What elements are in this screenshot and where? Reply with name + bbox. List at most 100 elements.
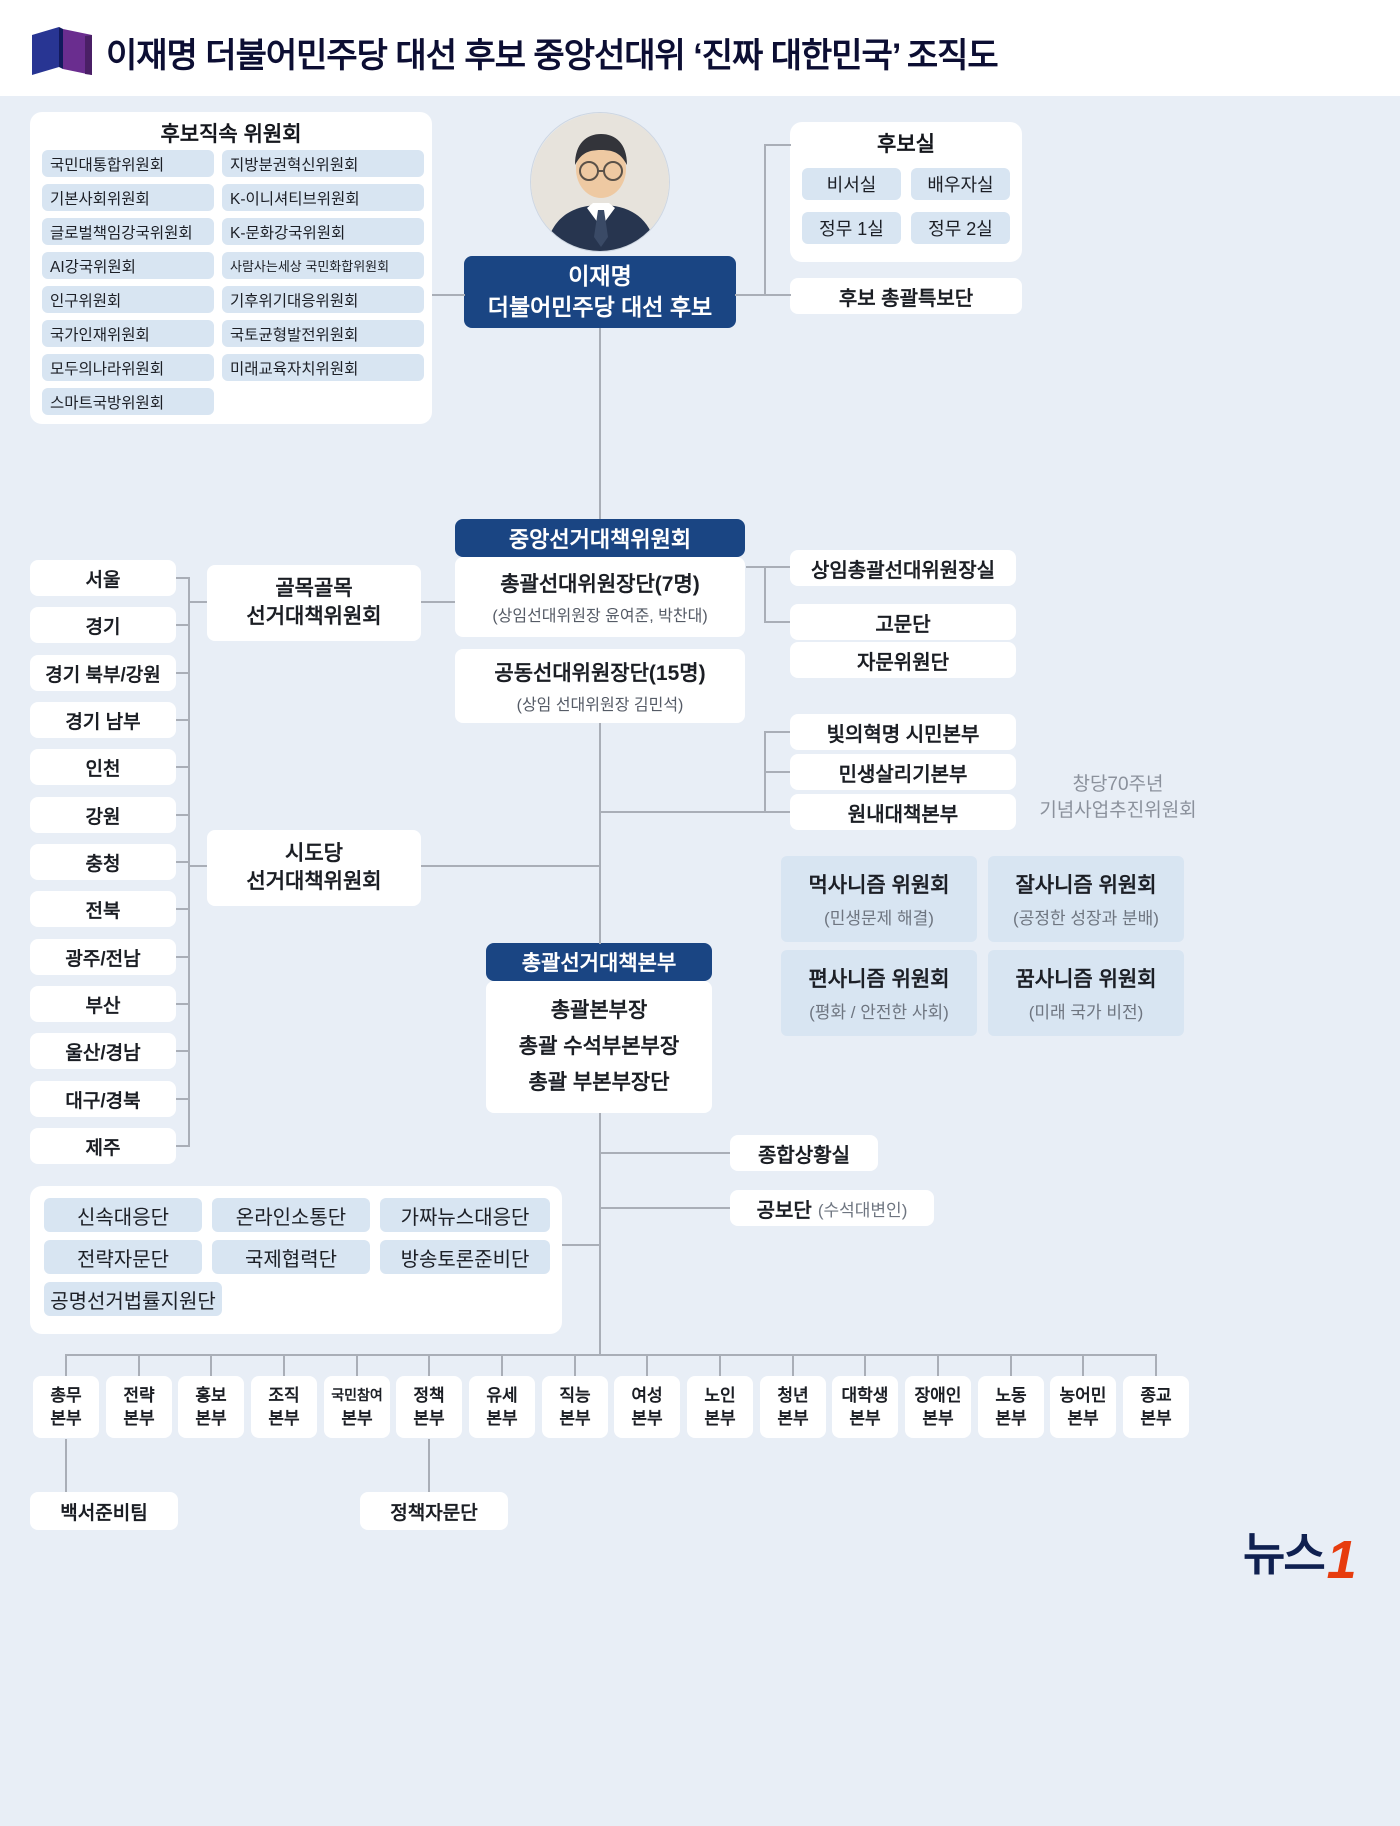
region-box: 서울 bbox=[30, 560, 176, 596]
candidate-role: 더불어민주당 대선 후보 bbox=[487, 294, 713, 320]
anniversary-line2: 기념사업추진위원회 bbox=[1039, 800, 1197, 821]
committee-item: AI강국위원회 bbox=[42, 252, 214, 279]
news1-logo-text: 뉴스 bbox=[1243, 1528, 1326, 1580]
candidate-photo bbox=[530, 112, 670, 252]
whitepaper-team-box: 백서준비팀 bbox=[30, 1492, 178, 1530]
connector-line bbox=[764, 771, 790, 773]
field-hq-name: 전략 bbox=[123, 1386, 155, 1405]
connector-line bbox=[283, 1356, 285, 1376]
committee-item: 스마트국방위원회 bbox=[42, 388, 214, 415]
connector-line bbox=[937, 1356, 939, 1376]
field-hq-name: 장애인 bbox=[914, 1386, 962, 1405]
field-hq-suffix: 본부 bbox=[631, 1409, 663, 1428]
nism-committee-box: 꿈사니즘 위원회 (미래 국가 비전) bbox=[988, 950, 1184, 1036]
committee-item: 국민대통합위원회 bbox=[42, 150, 214, 177]
general-hq-line1: 총괄본부장 bbox=[550, 999, 648, 1022]
connector-line bbox=[176, 624, 189, 626]
connector-line bbox=[599, 1207, 730, 1209]
field-hq-suffix: 본부 bbox=[777, 1409, 809, 1428]
region-box: 경기 북부/강원 bbox=[30, 655, 176, 691]
committee-item: 미래교육자치위원회 bbox=[222, 354, 424, 381]
nism-name: 편사니즘 위원회 bbox=[808, 968, 950, 991]
field-hq-name: 노동 bbox=[995, 1386, 1027, 1405]
nism-committee-box: 편사니즘 위원회 (평화 / 안전한 사회) bbox=[781, 950, 977, 1036]
nism-committee-box: 잘사니즘 위원회 (공정한 성장과 분배) bbox=[988, 856, 1184, 942]
field-hq-name: 홍보 bbox=[195, 1386, 227, 1405]
connector-line bbox=[599, 811, 765, 813]
connector-line bbox=[1010, 1356, 1012, 1376]
news1-logo: 뉴스 1 bbox=[1243, 1518, 1357, 1587]
advisory-board-box: 자문위원단 bbox=[790, 642, 1016, 678]
chair-group2-title: 공동선대위원장단(15명) bbox=[494, 662, 706, 685]
standing-office-box: 상임총괄선대위원장실 bbox=[790, 550, 1016, 586]
connector-line bbox=[764, 731, 790, 733]
connector-line bbox=[432, 294, 465, 296]
field-hq-suffix: 본부 bbox=[1067, 1409, 1099, 1428]
region-box: 전북 bbox=[30, 891, 176, 927]
field-hq-suffix: 본부 bbox=[268, 1409, 300, 1428]
field-hq-name: 총무 bbox=[50, 1386, 82, 1405]
committee-item: 글로벌책임강국위원회 bbox=[42, 218, 214, 245]
field-hq-suffix: 본부 bbox=[849, 1409, 881, 1428]
citizen-hq-box: 빛의혁명 시민본부 bbox=[790, 714, 1016, 750]
committee-item: K-문화강국위원회 bbox=[222, 218, 424, 245]
connector-line bbox=[176, 1098, 189, 1100]
field-hq-name: 종교 bbox=[1140, 1386, 1172, 1405]
connector-line bbox=[421, 601, 455, 603]
page-title: 이재명 더불어민주당 대선 후보 중앙선대위 ‘진짜 대한민국’ 조직도 bbox=[106, 37, 999, 75]
connector-line bbox=[764, 811, 790, 813]
connector-line bbox=[176, 1050, 189, 1052]
connector-line bbox=[599, 723, 601, 944]
region-box: 강원 bbox=[30, 797, 176, 833]
region-box: 제주 bbox=[30, 1128, 176, 1164]
connector-line bbox=[65, 1439, 67, 1492]
connector-line bbox=[428, 1356, 430, 1376]
special-advisors-box: 후보 총괄특보단 bbox=[790, 278, 1022, 314]
nism-name: 꿈사니즘 위원회 bbox=[1015, 968, 1157, 991]
sido-line2: 선거대책위원회 bbox=[246, 870, 382, 893]
connector-line bbox=[599, 328, 601, 519]
header-bar bbox=[0, 0, 1400, 96]
connector-line bbox=[176, 719, 189, 721]
connector-line bbox=[176, 1145, 189, 1147]
connector-line bbox=[210, 1356, 212, 1376]
field-hq-name: 정책 bbox=[413, 1386, 445, 1405]
connector-line bbox=[735, 294, 765, 296]
connector-line bbox=[176, 814, 189, 816]
connector-line bbox=[176, 672, 189, 674]
region-box: 인천 bbox=[30, 749, 176, 785]
press-office-box: 공보단 (수석대변인) bbox=[730, 1190, 934, 1226]
general-hq-line2: 총괄 수석부본부장 bbox=[518, 1035, 680, 1058]
field-hq-name: 유세 bbox=[486, 1386, 518, 1405]
connector-line bbox=[599, 1113, 601, 1356]
support-team: 방송토론준비단 bbox=[380, 1240, 550, 1274]
nism-desc: (공정한 성장과 분배) bbox=[1013, 909, 1159, 928]
connector-line bbox=[189, 601, 207, 603]
nism-desc: (평화 / 안전한 사회) bbox=[809, 1003, 949, 1022]
candidate-name: 이재명 bbox=[568, 263, 632, 289]
field-hq-suffix: 본부 bbox=[341, 1409, 373, 1428]
region-box: 울산/경남 bbox=[30, 1033, 176, 1069]
nism-name: 잘사니즘 위원회 bbox=[1015, 874, 1157, 897]
connector-line bbox=[746, 566, 790, 568]
field-hq-name: 여성 bbox=[631, 1386, 663, 1405]
office-room: 배우자실 bbox=[911, 168, 1010, 200]
field-hq-suffix: 본부 bbox=[1140, 1409, 1172, 1428]
chair-group1-box: 총괄선대위원장단(7명) (상임선대위원장 윤여준, 박찬대) bbox=[455, 557, 745, 637]
sido-line1: 시도당 bbox=[285, 842, 343, 865]
committee-item: 기본사회위원회 bbox=[42, 184, 214, 211]
support-team: 신속대응단 bbox=[44, 1198, 202, 1232]
